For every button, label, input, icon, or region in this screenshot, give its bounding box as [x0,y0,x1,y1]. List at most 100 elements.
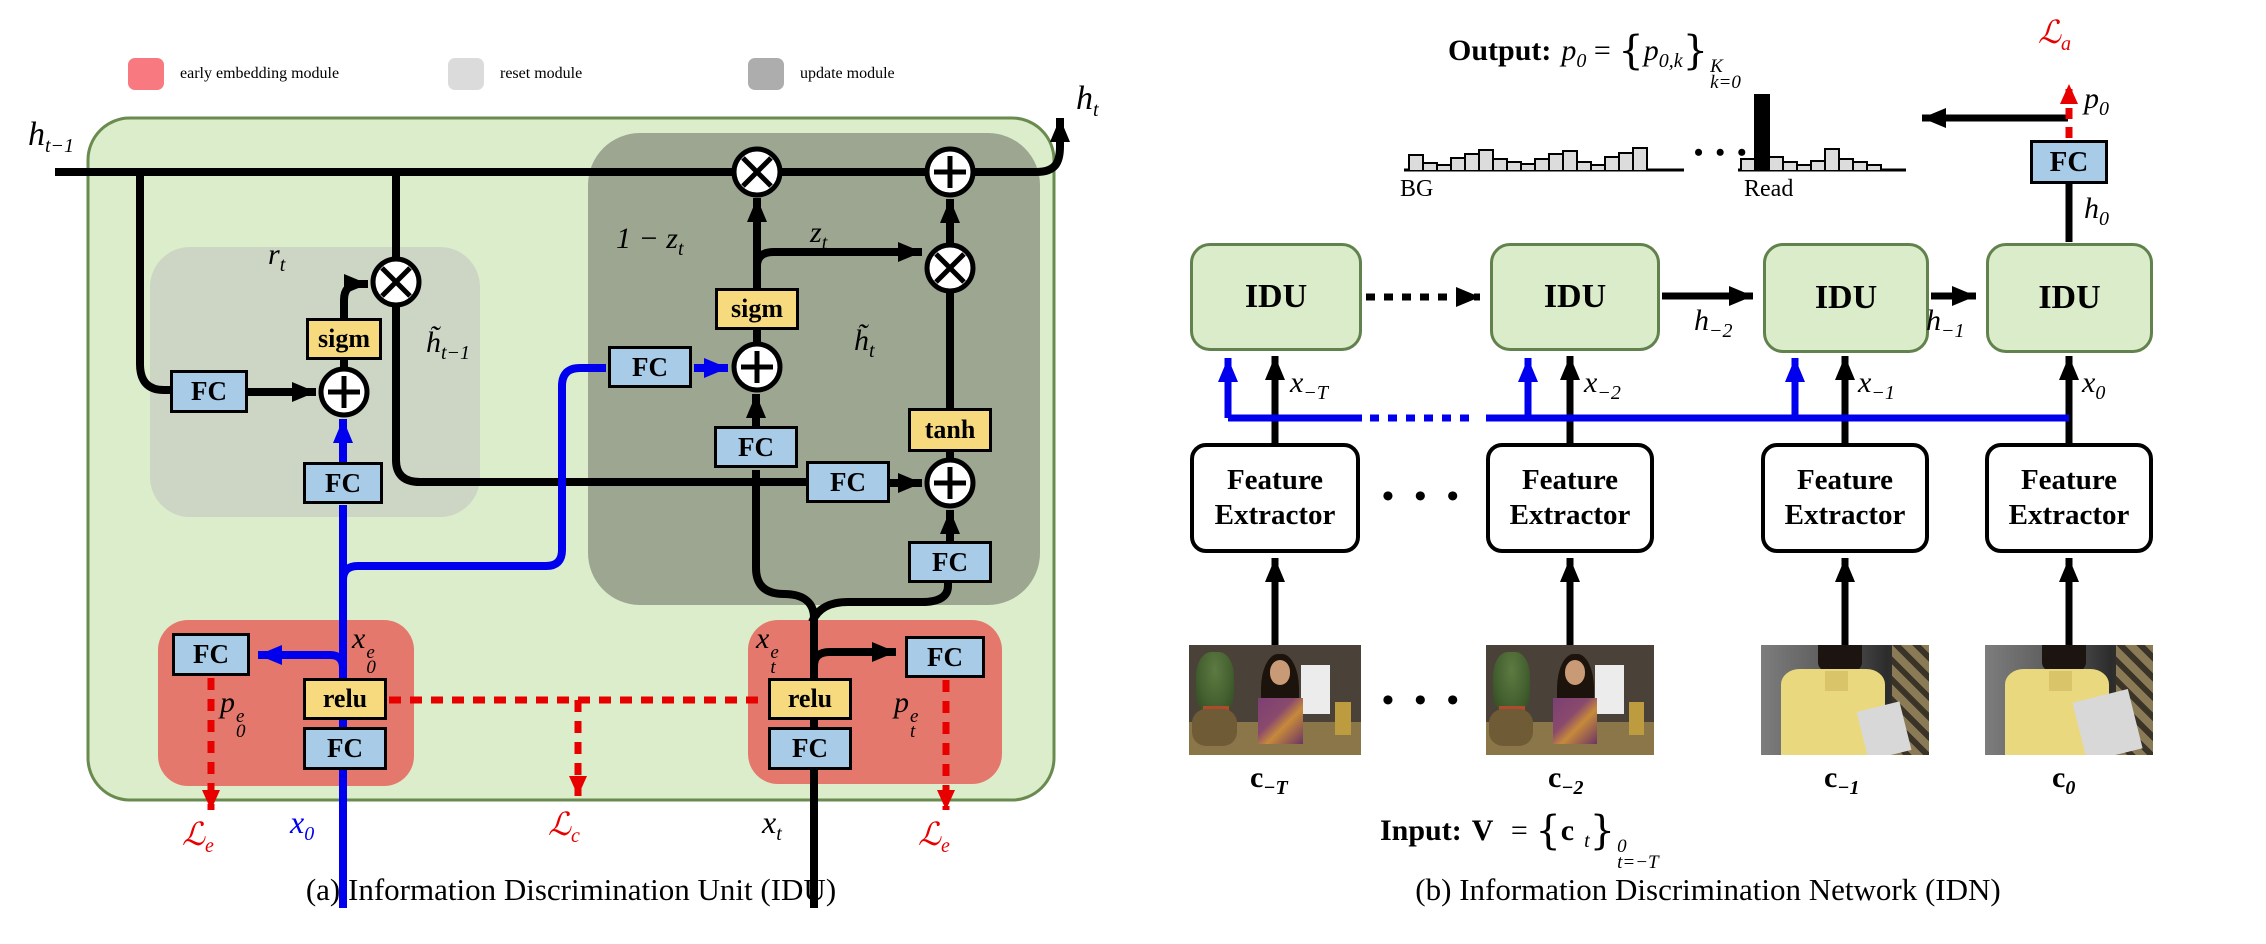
h-m1-label: h−1 [1926,304,1965,342]
r-t-label: rt [268,238,286,276]
fc-embed0-left: FC [172,633,250,676]
fc-update-below: FC [714,426,798,468]
caption-b: (b) Information Discrimination Network (… [1415,872,2001,907]
fc-embedt-right: FC [905,636,985,678]
x0-label: x0 [290,804,315,845]
histogram-bar [1866,164,1882,170]
p0-label: p0 [2084,82,2109,120]
h-branch-to-fc-reset-left [136,172,172,394]
x-m2-label: x−2 [1584,366,1621,404]
frame-dots: • • • [1382,682,1465,719]
loss-a-label: ℒa [2038,14,2072,55]
h-m2-label: h−2 [1694,304,1733,342]
times-op-reset [370,256,422,308]
loss-e-left-label: ℒe [182,816,214,857]
x0-branch-to-update [339,364,606,581]
z-t-label: zt [810,216,828,254]
one-minus-z-label: 1 − zt [616,222,684,260]
sigm-gate-reset: sigm [306,318,382,360]
relu-gate-t: relu [768,678,852,720]
legend-label: early embedding module [180,65,340,82]
idu-block-2: IDU [1490,243,1660,351]
operators [318,146,976,509]
x0e-branch-to-fc [258,645,347,669]
h-out-label: ht [1076,80,1099,121]
histogram-bar [1632,147,1648,170]
legend-update: update module [748,58,895,90]
h-tilde-prev-wire [392,306,808,486]
z-t-arrow [753,242,922,267]
early-embedding-swatch [128,58,164,90]
fc-head: FC [2030,140,2108,184]
plus-op-update [731,341,783,393]
legend-reset: reset module [448,58,582,90]
relu-gate-0: relu [303,678,387,720]
fc-reset-left: FC [170,370,248,413]
caption-a: (a) Information Discrimination Unit (IDU… [305,872,837,907]
video-frame-c0 [1985,645,2153,755]
times-op-zt [924,242,976,294]
h0-label: h0 [2084,192,2109,230]
fc-reset-bottom: FC [303,462,383,504]
plus-op-h [924,146,976,198]
sigm-to-rt-times [340,274,368,318]
fc-update-blue: FC [608,346,692,388]
fc-embedt-bottom: FC [768,727,852,770]
histogram-right [1740,94,1882,170]
reset-swatch [448,58,484,90]
xt-label: xt [762,804,782,845]
x-mT-label: x−T [1290,366,1328,404]
legend-early-embedding: early embedding module [128,58,339,90]
xt-branch-to-fc-re [810,642,896,667]
h-prev-label: ht−1 [28,116,75,157]
bg-label: BG [1400,176,1434,202]
histogram-dots: • • • [1694,138,1750,167]
xt-trunk [752,470,818,908]
histogram-left [1408,94,1648,170]
h-tilde-t-label: h̃t [854,324,875,362]
fc-embed0-bottom: FC [303,727,387,770]
loss-e-right-label: ℒe [918,816,950,857]
idu-block-4: IDU [1986,243,2153,353]
c-m1-label: c−1 [1824,761,1860,799]
video-frame-cm2 [1486,645,1654,755]
update-swatch [748,58,784,90]
x-0-label: x0 [2082,366,2106,404]
legend-label: reset module [500,65,583,82]
fc-update-mid: FC [806,461,890,503]
xt-branch-to-fc-tb [808,583,952,624]
times-op-update [731,146,783,198]
h-out-arrow [1035,118,1070,176]
histogram-bar [1754,94,1770,170]
h-tilde-prev-label: h̃t−1 [426,326,471,364]
x-m1-label: x−1 [1858,366,1895,404]
c-m2-label: c−2 [1548,761,1584,799]
fe-dots: • • • [1382,478,1465,515]
plus-op-tanh [924,457,976,509]
tanh-gate: tanh [908,408,992,452]
idu-block-3: IDU [1763,243,1929,353]
read-label: Read [1744,176,1794,202]
video-frame-cm1 [1761,645,1929,755]
c-mT-label: c−T [1250,761,1288,799]
histogram-bar [1562,150,1578,170]
plus-op-reset [318,366,370,418]
legend-label: update module [800,65,895,82]
c-0-label: c0 [2052,761,2076,799]
fc-tanh-bottom: FC [908,541,992,583]
video-frame-cmT [1189,645,1361,755]
loss-c-label: ℒc [548,806,580,847]
idu-block-1: IDU [1190,243,1362,351]
